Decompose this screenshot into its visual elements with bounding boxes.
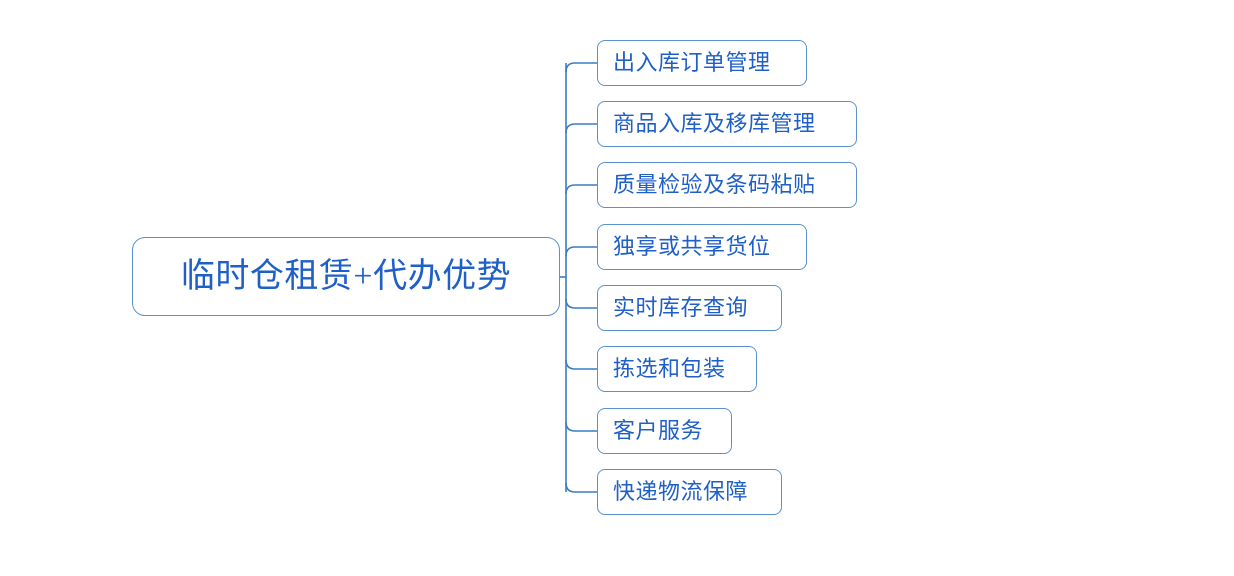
branch-connector-3: [565, 184, 597, 195]
child-node-4[interactable]: 独享或共享货位: [597, 224, 807, 270]
child-node-label: 独享或共享货位: [613, 234, 771, 259]
child-node-label: 实时库存查询: [613, 295, 749, 320]
child-node-label: 出入库订单管理: [613, 50, 771, 75]
child-node-5[interactable]: 实时库存查询: [597, 285, 782, 331]
child-node-label: 质量检验及条码粘贴: [613, 172, 816, 197]
root-node[interactable]: 临时仓租赁+代办优势: [132, 237, 560, 316]
branch-connector-8: [565, 482, 597, 493]
child-node-label: 商品入库及移库管理: [613, 111, 816, 136]
child-node-label: 拣选和包装: [613, 356, 726, 381]
branch-connector-2: [565, 123, 597, 134]
root-node-label: 临时仓租赁+代办优势: [180, 257, 512, 295]
branch-connector-5: [565, 298, 597, 309]
child-node-3[interactable]: 质量检验及条码粘贴: [597, 162, 857, 208]
child-node-2[interactable]: 商品入库及移库管理: [597, 101, 857, 147]
child-node-1[interactable]: 出入库订单管理: [597, 40, 807, 86]
child-node-8[interactable]: 快递物流保障: [597, 469, 782, 515]
branch-connector-7: [565, 421, 597, 432]
branch-connector-4: [565, 246, 597, 257]
child-node-label: 快递物流保障: [613, 479, 749, 504]
child-node-6[interactable]: 拣选和包装: [597, 346, 757, 392]
branch-connector-6: [565, 359, 597, 370]
branch-connector-1: [565, 62, 597, 73]
child-node-7[interactable]: 客户服务: [597, 408, 732, 454]
child-node-label: 客户服务: [613, 418, 704, 443]
